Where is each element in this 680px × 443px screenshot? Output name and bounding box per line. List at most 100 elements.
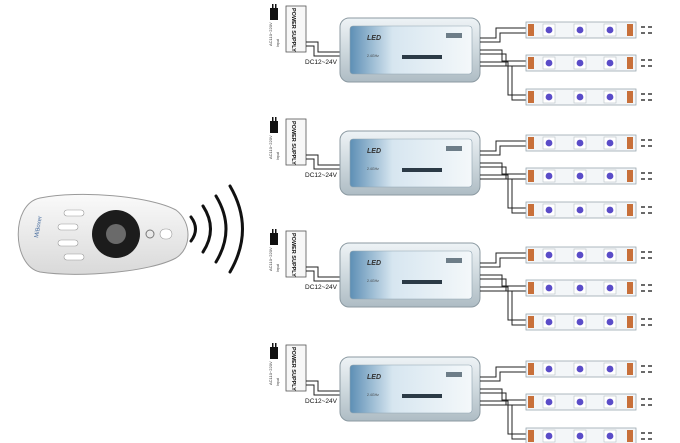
led-light [606, 26, 614, 34]
supply-input-port: Input [276, 152, 280, 160]
dc-voltage-label: DC12~24V [305, 59, 338, 66]
controller-model: 2.4GHz [367, 54, 379, 58]
power-supply-unit [285, 230, 307, 278]
led-light [576, 93, 584, 101]
led-light [576, 26, 584, 34]
dc-voltage-label: DC12~24V [305, 398, 338, 405]
strip-continuation-dashes [641, 432, 652, 440]
strip-continuation-dashes [641, 398, 652, 406]
power-supply-label: POWER SUPPLY [290, 233, 296, 277]
mode-button [159, 228, 173, 240]
dc-output-wire [306, 380, 344, 396]
led-light [545, 284, 553, 292]
led-light [606, 432, 614, 440]
strip-continuation-dashes [641, 26, 652, 34]
strip-end-left [528, 316, 534, 328]
strip-continuation-dashes [641, 284, 652, 292]
strip-continuation-dashes [641, 93, 652, 101]
led-light [545, 365, 553, 373]
strip-end-right [627, 363, 633, 375]
led-strip [525, 88, 652, 106]
controller-label-strip [402, 168, 442, 172]
certification-marks [446, 258, 462, 263]
led-strip [525, 21, 652, 39]
led-strip [525, 246, 652, 264]
led-strip [525, 360, 652, 378]
led-light [545, 59, 553, 67]
strip-end-left [528, 57, 534, 69]
wireless-signal-icon [189, 184, 244, 274]
strip-end-left [528, 204, 534, 216]
led-light [576, 206, 584, 214]
zone-3-button [57, 239, 79, 247]
dc-output-wire [306, 41, 344, 57]
strip-end-right [627, 430, 633, 442]
led-strip [525, 167, 652, 185]
output-wire [480, 174, 526, 214]
power-supply-label: POWER SUPPLY [290, 8, 296, 52]
remote-control: MiBoxer [17, 193, 189, 275]
strip-end-right [627, 137, 633, 149]
power-plug-icon [270, 4, 278, 20]
led-light [545, 139, 553, 147]
supply-input-port: Input [276, 39, 280, 47]
dc-voltage-label: DC12~24V [305, 172, 338, 179]
strip-end-left [528, 249, 534, 261]
strip-end-left [528, 91, 534, 103]
dc-voltage-label: DC12~24V [305, 284, 338, 291]
output-wire [480, 49, 526, 67]
controller-title: LED [367, 148, 381, 155]
led-light [576, 365, 584, 373]
strip-end-right [627, 57, 633, 69]
strip-continuation-dashes [641, 318, 652, 326]
led-strip [525, 134, 652, 152]
certification-marks [446, 33, 462, 38]
strip-continuation-dashes [641, 59, 652, 67]
strip-end-left [528, 363, 534, 375]
output-wire [480, 162, 526, 180]
led-strip [525, 201, 652, 219]
strip-end-left [528, 24, 534, 36]
strip-end-left [528, 282, 534, 294]
led-light [606, 139, 614, 147]
controller-panel [349, 250, 473, 300]
power-supply-unit [285, 5, 307, 53]
led-light [606, 284, 614, 292]
controller-title: LED [367, 260, 381, 267]
led-light [576, 139, 584, 147]
strip-end-left [528, 137, 534, 149]
power-plug-icon [270, 343, 278, 359]
controller-title: LED [367, 35, 381, 42]
led-light [606, 93, 614, 101]
led-light [606, 398, 614, 406]
output-wire [480, 252, 526, 268]
controller-model: 2.4GHz [367, 279, 379, 283]
strip-end-right [627, 249, 633, 261]
led-light [606, 318, 614, 326]
supply-input-voltage: AC110~220V [268, 247, 273, 271]
led-light [576, 59, 584, 67]
strip-end-right [627, 204, 633, 216]
led-light [576, 432, 584, 440]
led-light [545, 318, 553, 326]
led-light [545, 432, 553, 440]
remote-brand: MiBoxer [34, 216, 44, 239]
certification-marks [446, 146, 462, 151]
strip-continuation-dashes [641, 139, 652, 147]
output-wire [480, 388, 526, 406]
power-supply-unit [285, 118, 307, 166]
led-light [545, 26, 553, 34]
controller-model: 2.4GHz [367, 393, 379, 397]
dc-output-wire [306, 266, 344, 282]
zone-1-button [63, 209, 85, 217]
controller-model: 2.4GHz [367, 167, 379, 171]
led-strip [525, 54, 652, 72]
controller-panel [349, 138, 473, 188]
dimming-wheel-center [106, 224, 126, 244]
controller-panel [349, 364, 473, 414]
power-supply-unit [285, 344, 307, 392]
supply-input-port: Input [276, 378, 280, 386]
